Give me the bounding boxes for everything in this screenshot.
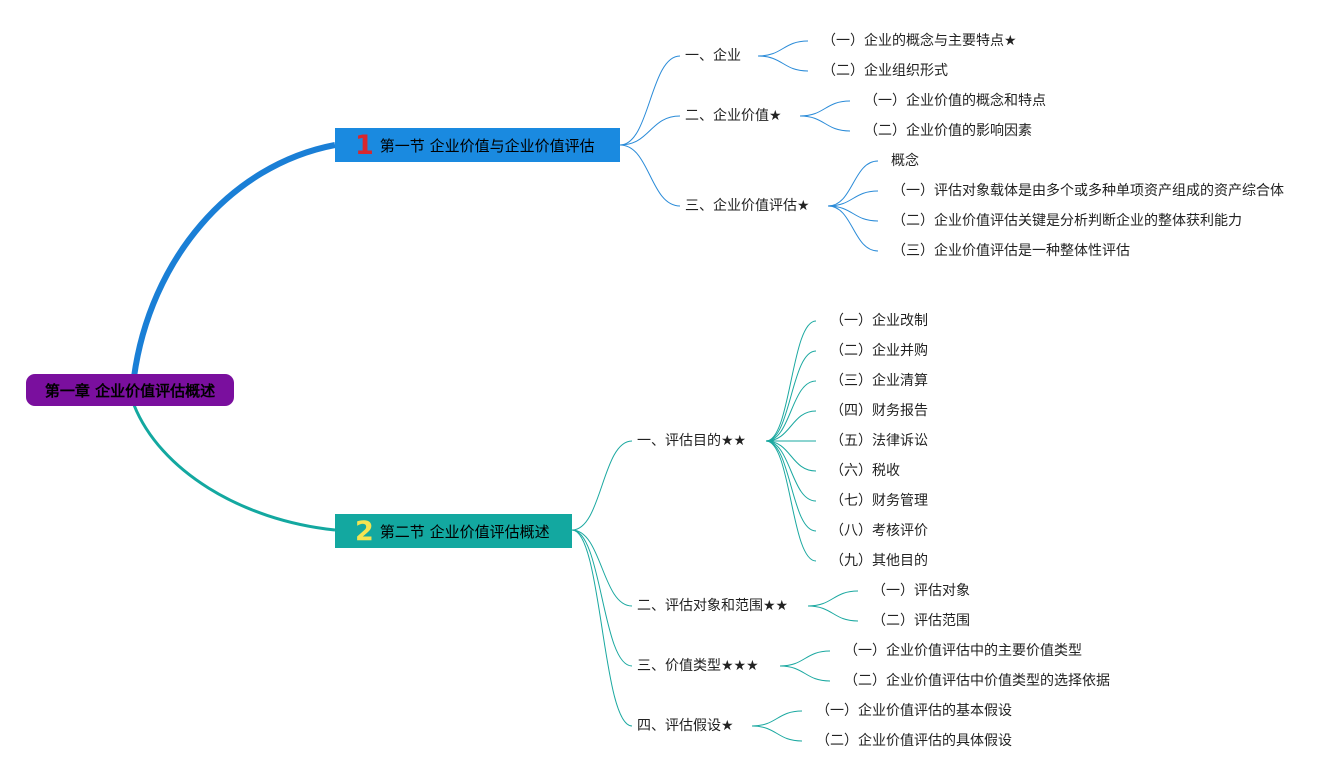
root-node[interactable]: 第一章 企业价值评估概述	[26, 374, 234, 406]
item-s1-1-2[interactable]: （二）企业组织形式	[822, 63, 948, 79]
item-s2-1-9[interactable]: （九）其他目的	[830, 553, 928, 569]
item-s1-3-3[interactable]: （二）企业价值评估关键是分析判断企业的整体获利能力	[892, 213, 1242, 229]
item-s2-1-2[interactable]: （二）企业并购	[830, 343, 928, 359]
topic-s2-2[interactable]: 二、评估对象和范围★★	[637, 598, 789, 614]
connector-s2-1-8	[765, 440, 817, 532]
item-s1-1-1[interactable]: （一）企业的概念与主要特点★	[822, 33, 1017, 49]
section-label-2: 第二节 企业价值评估概述	[379, 522, 550, 541]
topic-s1-1[interactable]: 一、企业	[685, 48, 741, 64]
connector-s2-t1	[571, 440, 633, 531]
section-number-2: 2	[355, 515, 374, 547]
connector-s2-t4	[571, 529, 633, 727]
connector-s2-1-9	[765, 440, 817, 562]
connector-s1-t1	[619, 55, 681, 146]
item-s2-1-3[interactable]: （三）企业清算	[830, 373, 928, 389]
connector-s1-2-1	[799, 100, 851, 117]
item-s1-3-1[interactable]: 概念	[891, 153, 919, 169]
connector-s2-4-2	[751, 725, 803, 742]
item-s2-4-1[interactable]: （一）企业价值评估的基本假设	[816, 703, 1012, 719]
item-s1-2-1[interactable]: （一）企业价值的概念和特点	[864, 93, 1046, 109]
connector-s2-2-1	[807, 590, 859, 607]
item-s2-1-5[interactable]: （五）法律诉讼	[830, 433, 928, 449]
section-node-2[interactable]: 2 第二节 企业价值评估概述	[335, 514, 572, 548]
connector-s2-t3	[571, 529, 633, 667]
connector-s1-3-1	[827, 160, 879, 207]
item-s1-2-2[interactable]: （二）企业价值的影响因素	[864, 123, 1032, 139]
item-s2-3-1[interactable]: （一）企业价值评估中的主要价值类型	[844, 643, 1082, 659]
item-s2-4-2[interactable]: （二）企业价值评估的具体假设	[816, 733, 1012, 749]
item-s2-1-8[interactable]: （八）考核评价	[830, 523, 928, 539]
topic-s2-4[interactable]: 四、评估假设★	[637, 718, 734, 734]
topic-s1-3[interactable]: 三、企业价值评估★	[685, 198, 810, 214]
item-s2-1-7[interactable]: （七）财务管理	[830, 493, 928, 509]
item-s2-3-2[interactable]: （二）企业价值评估中价值类型的选择依据	[844, 673, 1110, 689]
connector-s1-2-2	[799, 115, 851, 132]
section-node-1[interactable]: 1 第一节 企业价值与企业价值评估	[335, 128, 620, 162]
connector-s2-1-3	[765, 380, 817, 442]
connector-s2-4-1	[751, 710, 803, 727]
connector-s2-1-1	[765, 320, 817, 442]
connector-s1-t3	[619, 144, 681, 207]
section-label-1: 第一节 企业价值与企业价值评估	[379, 136, 595, 155]
root-label: 第一章 企业价值评估概述	[44, 381, 216, 400]
topic-s2-3[interactable]: 三、价值类型★★★	[637, 658, 759, 674]
connector-s2-1-7	[765, 440, 817, 502]
item-s2-1-1[interactable]: （一）企业改制	[830, 313, 928, 329]
branch-root-sec1	[131, 142, 336, 378]
connector-s2-t2	[571, 529, 633, 607]
connector-s2-2-2	[807, 605, 859, 622]
topic-s2-1[interactable]: 一、评估目的★★	[637, 433, 747, 449]
connector-s1-3-2	[827, 190, 879, 207]
connector-s2-1-6	[765, 440, 817, 472]
item-s2-1-6[interactable]: （六）税收	[830, 463, 900, 479]
connector-s2-1-4	[765, 410, 817, 442]
item-s1-3-2[interactable]: （一）评估对象载体是由多个或多种单项资产组成的资产综合体	[892, 183, 1284, 199]
branch-root-sec2	[132, 404, 336, 532]
item-s1-3-4[interactable]: （三）企业价值评估是一种整体性评估	[892, 243, 1130, 259]
connector-s1-3-3	[827, 205, 879, 222]
connector-s1-3-4	[827, 205, 879, 252]
connector-s1-t2	[619, 115, 681, 146]
connector-s2-3-1	[779, 650, 831, 667]
topic-s1-2[interactable]: 二、企业价值★	[685, 108, 782, 124]
section-number-1: 1	[355, 129, 374, 161]
connector-s1-1-1	[757, 40, 809, 57]
connector-s2-3-2	[779, 665, 831, 682]
connector-s1-1-2	[757, 55, 809, 72]
connector-s2-1-2	[765, 350, 817, 442]
item-s2-2-2[interactable]: （二）评估范围	[872, 613, 970, 629]
item-s2-1-4[interactable]: （四）财务报告	[830, 403, 928, 419]
item-s2-2-1[interactable]: （一）评估对象	[872, 583, 970, 599]
